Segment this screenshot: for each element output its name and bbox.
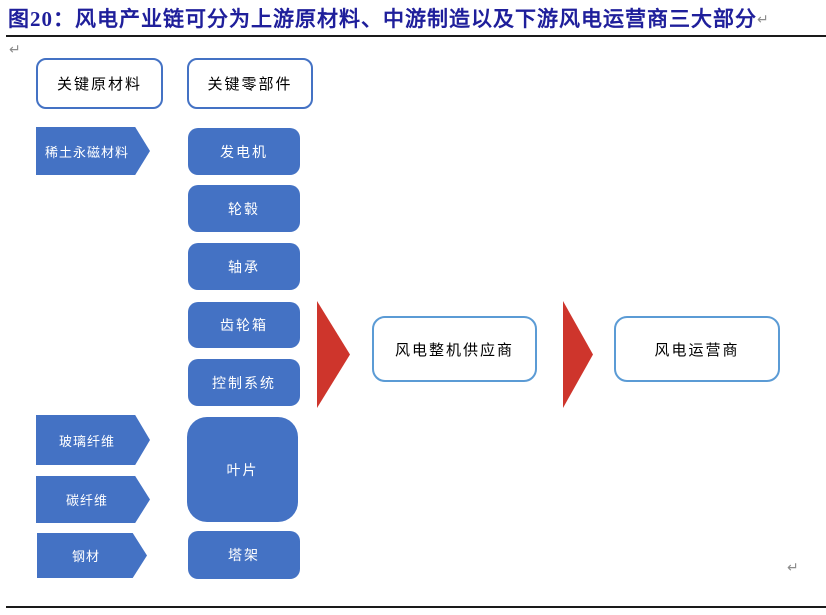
material-arrow-steel: 钢材 xyxy=(37,533,147,578)
component-box-generator-label: 发电机 xyxy=(220,143,268,160)
component-box-gearbox-label: 齿轮箱 xyxy=(220,317,268,333)
material-arrow-glass-fiber-label: 玻璃纤维 xyxy=(58,433,115,449)
component-box-hub: 轮毂 xyxy=(188,185,300,232)
header-box-components-label: 关键零部件 xyxy=(207,76,293,93)
material-arrow-steel-label: 钢材 xyxy=(71,549,100,564)
header-box-raw-materials-label: 关键原材料 xyxy=(56,76,142,93)
component-box-hub-label: 轮毂 xyxy=(228,200,260,217)
header-box-components: 关键零部件 xyxy=(187,58,313,109)
component-box-tower: 塔架 xyxy=(188,531,300,579)
header-box-raw-materials: 关键原材料 xyxy=(36,58,163,109)
paragraph-mark-top: ↵ xyxy=(9,42,21,58)
component-box-bearing-label: 轴承 xyxy=(228,258,260,275)
box-turbine-supplier-label: 风电整机供应商 xyxy=(394,341,514,359)
component-box-control-system-label: 控制系统 xyxy=(212,374,276,391)
material-arrow-glass-fiber: 玻璃纤维 xyxy=(36,415,150,465)
figure-title: 图20：风电产业链可分为上游原材料、中游制造以及下游风电运营商三大部分↵ xyxy=(8,6,820,33)
component-box-blade-label: 叶片 xyxy=(226,461,259,478)
component-box-tower-label: 塔架 xyxy=(228,547,260,563)
material-arrow-carbon-fiber: 碳纤维 xyxy=(36,476,150,523)
box-turbine-supplier: 风电整机供应商 xyxy=(372,316,537,382)
box-wind-operator-label: 风电运营商 xyxy=(654,341,740,359)
bottom-rule xyxy=(6,606,826,608)
material-arrow-carbon-fiber-label: 碳纤维 xyxy=(65,493,108,508)
material-arrow-rare-earth-magnet: 稀土永磁材料 xyxy=(36,127,150,175)
component-box-generator: 发电机 xyxy=(188,128,300,175)
box-wind-operator: 风电运营商 xyxy=(614,316,780,382)
component-box-blade: 叶片 xyxy=(187,417,298,522)
flow-arrow-icon-2 xyxy=(563,301,593,408)
title-return-mark: ↵ xyxy=(757,12,769,28)
flow-arrow-icon-1 xyxy=(317,301,350,408)
figure-title-text: 图20：风电产业链可分为上游原材料、中游制造以及下游风电运营商三大部分 xyxy=(8,7,757,31)
component-box-bearing: 轴承 xyxy=(188,243,300,290)
title-underline-rule xyxy=(6,35,826,37)
component-box-gearbox: 齿轮箱 xyxy=(188,302,300,348)
material-arrow-rare-earth-magnet-label: 稀土永磁材料 xyxy=(44,144,129,160)
paragraph-mark-bottom: ↵ xyxy=(787,560,799,576)
component-box-control-system: 控制系统 xyxy=(188,359,300,406)
